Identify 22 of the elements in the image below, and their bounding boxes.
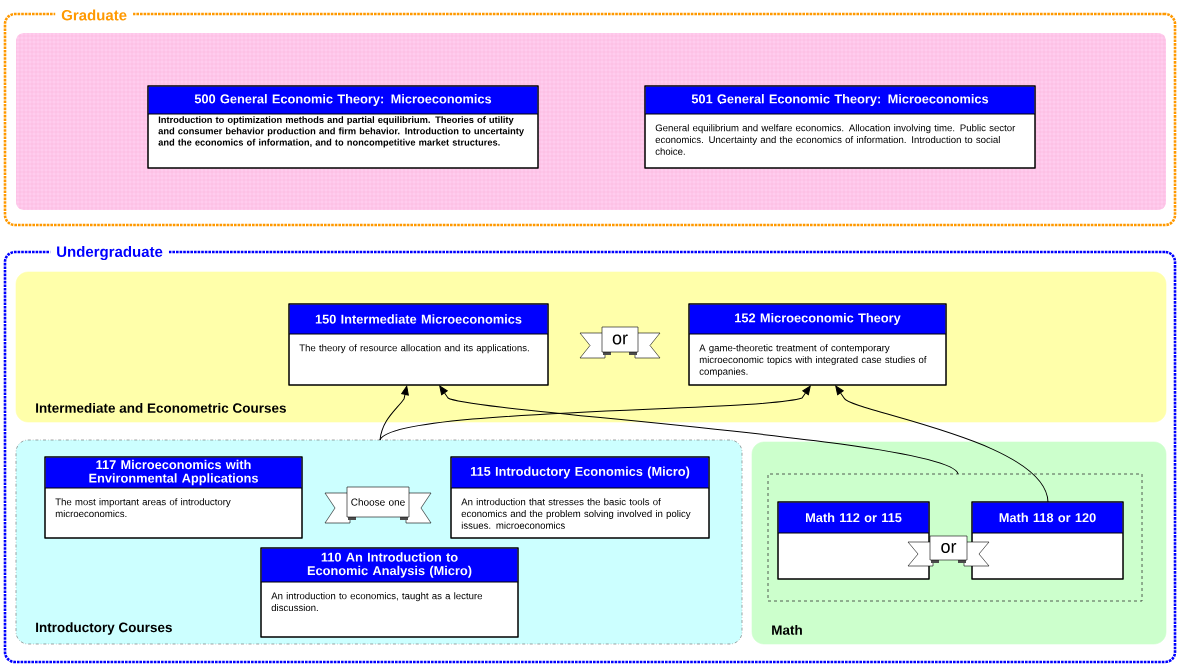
course-box: 500 General Economic Theory: Microeconomics Introduction to optimization methods and partial equilibrium. Theories of utility and consumer behavior production and firm behavior. Introduction to uncertainty and the economics of information, and to noncompetitive market structures. (147, 85, 539, 169)
course-box: 501 General Economic Theory: Microeconomics General equilibrium and welfare economics. Allocation involving time. Public sector economics. Uncertainty and the economics of information. Introduction to social choice. (644, 85, 1036, 169)
dashed-box (767, 473, 1143, 602)
course-box: 110 An Introduction to Economic Analysis (Micro) An introduction to economics, taught as a lecture discussion. (260, 547, 519, 638)
arrow (835, 385, 1049, 503)
ribbon-banner: or (907, 535, 990, 567)
arrow (379, 385, 811, 441)
region-title: Graduate (55, 6, 134, 24)
ribbon-banner: or (579, 326, 661, 359)
arrow (379, 385, 409, 441)
group-label: Introductory Courses (36, 622, 172, 635)
course-box: 115 Introductory Economics (Micro) An introduction that stresses the basic tools of economics and the problem solving involved in policy issues. microeconomics (450, 456, 710, 539)
course-box: Math 112 or 115 (777, 501, 930, 580)
group-label: Intermediate and Econometric Courses (36, 402, 286, 413)
course-box: 152 Microeconomic Theory A game-theoretic treatment of contemporary microeconomic topics with integrated case studies of companies. (688, 303, 947, 386)
course-box: Math 118 or 120 (971, 501, 1124, 580)
course-box: 150 Intermediate Microeconomics The theory of resource allocation and its applications. (288, 303, 549, 386)
ribbon-banner: Choose one (324, 486, 432, 524)
region-title: Undergraduate (50, 242, 169, 264)
group-label: Math (772, 624, 802, 635)
course-box: 117 Microeconomics with Environmental Applications The most important areas of introductory microeconomics. (44, 456, 303, 539)
arrow (439, 385, 959, 475)
